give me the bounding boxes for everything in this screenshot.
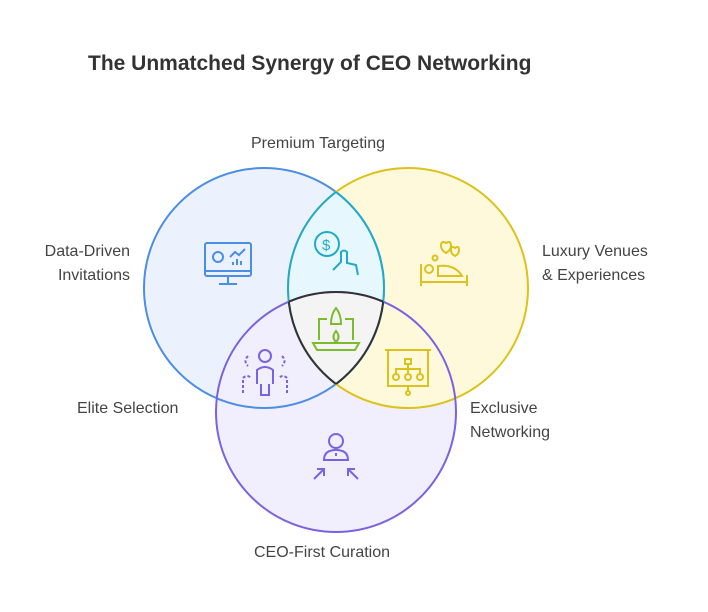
label-data-driven-invitations: Data-Driven Invitations: [44, 243, 130, 284]
ceo-focus-icon: [313, 433, 359, 480]
label-exclusive-networking: Exclusive Networking: [470, 400, 551, 441]
label-luxury-venues: Luxury Venues & Experiences: [542, 243, 648, 284]
bed-hearts-icon: [420, 241, 468, 286]
dollar-click-icon: $: [314, 231, 359, 276]
label-premium-targeting: Premium Targeting: [251, 135, 385, 152]
rocket-laptop-icon: [311, 306, 361, 351]
label-ceo-first-curation: CEO-First Curation: [254, 544, 391, 561]
svg-text:$: $: [322, 237, 331, 254]
label-elite-selection: Elite Selection: [77, 400, 179, 417]
monitor-chart-icon: [204, 242, 252, 285]
team-selection-icon: [242, 349, 288, 396]
diagram-title: The Unmatched Synergy of CEO Networking: [88, 52, 532, 75]
presentation-chart-icon: [385, 349, 431, 396]
